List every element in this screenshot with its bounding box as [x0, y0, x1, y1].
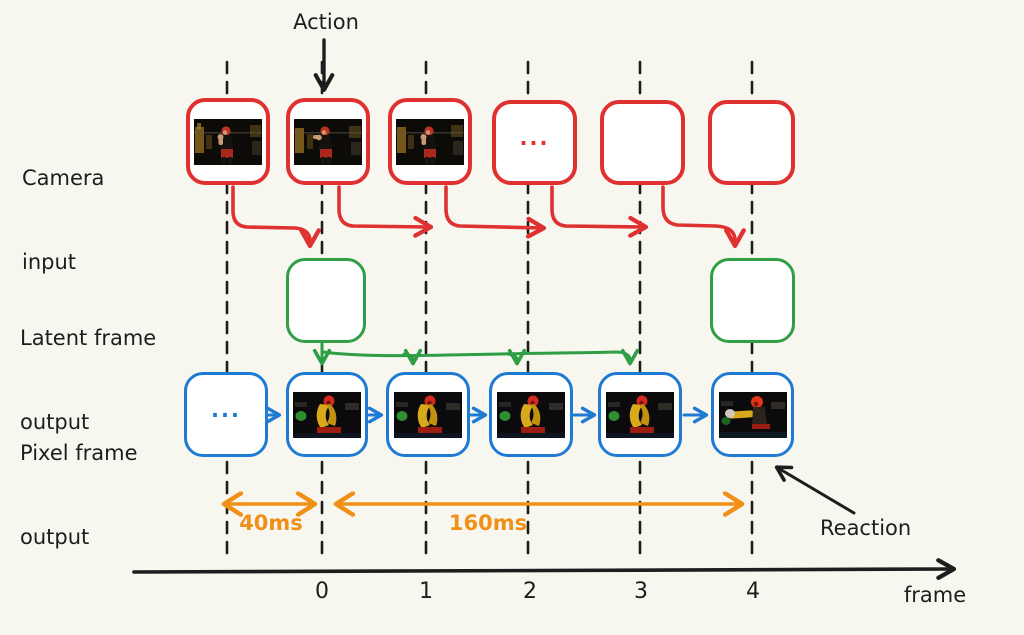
latency-40ms-label: 40ms [239, 511, 303, 535]
camera-frame-image [294, 118, 362, 165]
camera-label-line1: Camera [22, 166, 105, 190]
pixel-frame-box-1 [386, 372, 470, 457]
camera-frame-box-1 [186, 98, 270, 185]
camera-frame-image [396, 118, 464, 165]
latent-output-arrows [312, 342, 640, 366]
frame-tick-4: 4 [746, 579, 760, 604]
pixel-frame-box-ellipsis: ... [184, 372, 268, 457]
pixel-frame-image [606, 391, 674, 438]
pixel-frame-box-3 [598, 372, 682, 457]
camera-frame-box-ellipsis: ... [492, 100, 577, 185]
frame-axis-label: frame [903, 583, 967, 607]
camera-frame-box-3 [388, 98, 472, 185]
latent-label-line1: Latent frame [20, 326, 157, 350]
camera-frame-box-6 [708, 100, 795, 185]
latent-frame-box-2 [710, 258, 795, 343]
reaction-arrow [774, 465, 856, 515]
latent-output-row-label: Latent frame output [20, 268, 156, 492]
frame-tick-2: 2 [523, 579, 537, 604]
pixel-frame-image-punch [718, 391, 787, 438]
pixel-ellipsis: ... [211, 398, 241, 422]
pixel-frame-box-0 [286, 372, 368, 457]
action-label: Action [293, 10, 359, 34]
pixel-output-row-label: Pixel frame output [20, 383, 138, 607]
pixel-frame-box-4 [711, 372, 794, 457]
pixel-label-line1: Pixel frame [20, 441, 138, 465]
frame-tick-0: 0 [315, 579, 329, 604]
latent-frame-box-1 [286, 258, 366, 343]
camera-ellipsis: ... [519, 126, 550, 150]
frame-tick-3: 3 [634, 579, 648, 604]
camera-frame-box-2 [286, 98, 370, 185]
camera-label-line2: input [22, 250, 77, 274]
pixel-frame-box-2 [489, 372, 573, 457]
camera-frame-box-5 [600, 100, 685, 185]
pixel-frame-image [497, 391, 565, 438]
latent-label-line2: output [20, 410, 90, 434]
window-160ms-label: 160ms [448, 511, 528, 535]
frame-tick-1: 1 [419, 579, 433, 604]
timeline-axis [132, 558, 957, 580]
pixel-frame-image [293, 391, 361, 438]
camera-input-arrows [231, 185, 746, 249]
pixel-frame-image [394, 391, 462, 438]
camera-input-row-label: Camera input [22, 108, 104, 332]
pixel-label-line2: output [20, 525, 90, 549]
reaction-label: Reaction [820, 516, 912, 540]
camera-frame-image [194, 118, 262, 165]
